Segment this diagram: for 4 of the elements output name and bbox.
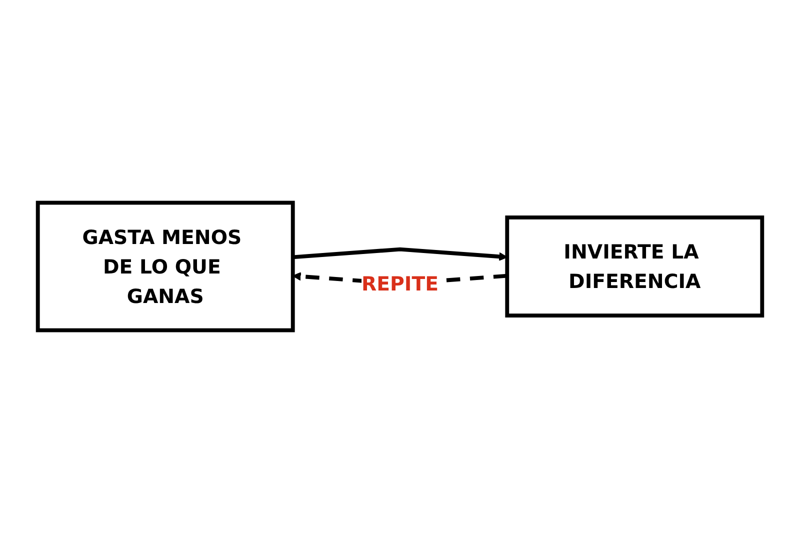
arrow: [292, 247, 508, 261]
edge-label: REPITE: [362, 272, 438, 296]
node-box: INVIERTE LA DIFERENCIA: [505, 216, 764, 318]
node-box: GASTA MENOS DE LO QUE GANAS: [36, 200, 295, 332]
